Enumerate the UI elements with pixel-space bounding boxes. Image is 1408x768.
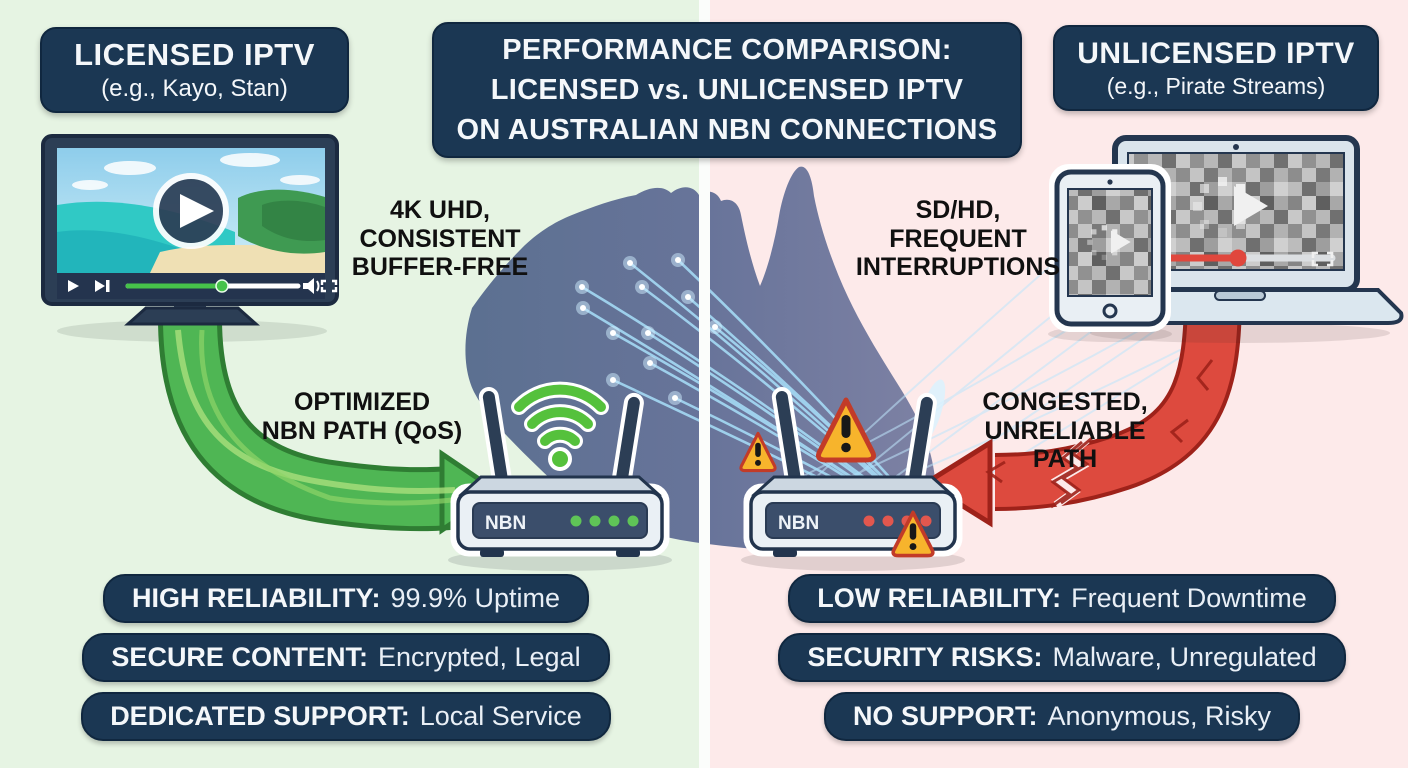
licensed-path-label: OPTIMIZED NBN PATH (QoS) [261,388,463,445]
red-arrow [921,292,1242,528]
licensed-quality-label: 4K UHD, CONSISTENT BUFFER-FREE [351,196,529,281]
unlicensed-title: UNLICENSED IPTV [1077,36,1355,70]
licensed-title: LICENSED IPTV [74,37,315,72]
benefit-pill-security: SECURE CONTENT: Encrypted, Legal [82,633,610,682]
title-line-1: PERFORMANCE COMPARISON: [502,33,952,66]
tv-screen [57,148,325,273]
drawback-pill-reliability: LOW RELIABILITY: Frequent Downtime [788,574,1336,623]
fullscreen-icon[interactable] [320,279,338,293]
drawback-pill-support: NO SUPPORT: Anonymous, Risky [823,692,1301,741]
clouds [72,153,320,190]
play-icon[interactable] [153,173,229,249]
unlicensed-drawbacks-list: LOW RELIABILITY: Frequent Downtime SECUR… [756,574,1368,741]
title-line-2: LICENSED vs. UNLICENSED IPTV [490,73,964,106]
benefit-pill-reliability: HIGH RELIABILITY: 99.9% Uptime [102,574,590,623]
unlicensed-header: UNLICENSED IPTV (e.g., Pirate Streams) [1053,25,1379,111]
comparison-title: PERFORMANCE COMPARISON: LICENSED vs. UNL… [432,22,1022,158]
fibre-tip-glows [575,253,946,445]
progress-thumb[interactable] [215,279,229,293]
play-small-icon[interactable] [68,280,79,292]
benefit-pill-support: DEDICATED SUPPORT: Local Service [81,692,611,741]
home-button[interactable] [1102,303,1118,319]
unlicensed-subtitle: (e.g., Pirate Streams) [1106,72,1326,99]
laptop-shadow [1090,323,1390,343]
tv-control-bar [57,273,338,299]
router-label-unlicensed: NBN [778,513,819,534]
split-divider [699,0,710,768]
licensed-benefits-list: HIGH RELIABILITY: 99.9% Uptime SECURE CO… [40,574,652,741]
licensed-subtitle: (e.g., Kayo, Stan) [101,75,288,102]
unlicensed-path-label: CONGESTED, UNRELIABLE PATH [982,388,1148,473]
unlicensed-quality-label: SD/HD, FREQUENT INTERRUPTIONS [855,196,1061,281]
licensed-header: LICENSED IPTV (e.g., Kayo, Stan) [40,27,349,113]
pixelated-video [1067,188,1153,297]
fullscreen-icon[interactable] [1311,251,1334,267]
wifi-icon [511,381,609,471]
title-line-3: ON AUSTRALIAN NBN CONNECTIONS [456,114,998,146]
status-leds-green [570,515,639,527]
router-label-licensed: NBN [485,513,526,534]
red-progress-thumb[interactable] [1229,249,1247,267]
skip-next-icon[interactable] [95,280,105,292]
volume-icon[interactable] [303,278,320,294]
front-camera-icon [1107,179,1113,185]
tablet-illustration [1049,164,1171,332]
webcam-icon [1233,144,1239,150]
nbn-router-licensed: NBN [450,381,670,557]
tv-illustration [41,134,339,326]
drawback-pill-security: SECURITY RISKS: Malware, Unregulated [778,633,1346,682]
antenna-icon [771,387,937,490]
